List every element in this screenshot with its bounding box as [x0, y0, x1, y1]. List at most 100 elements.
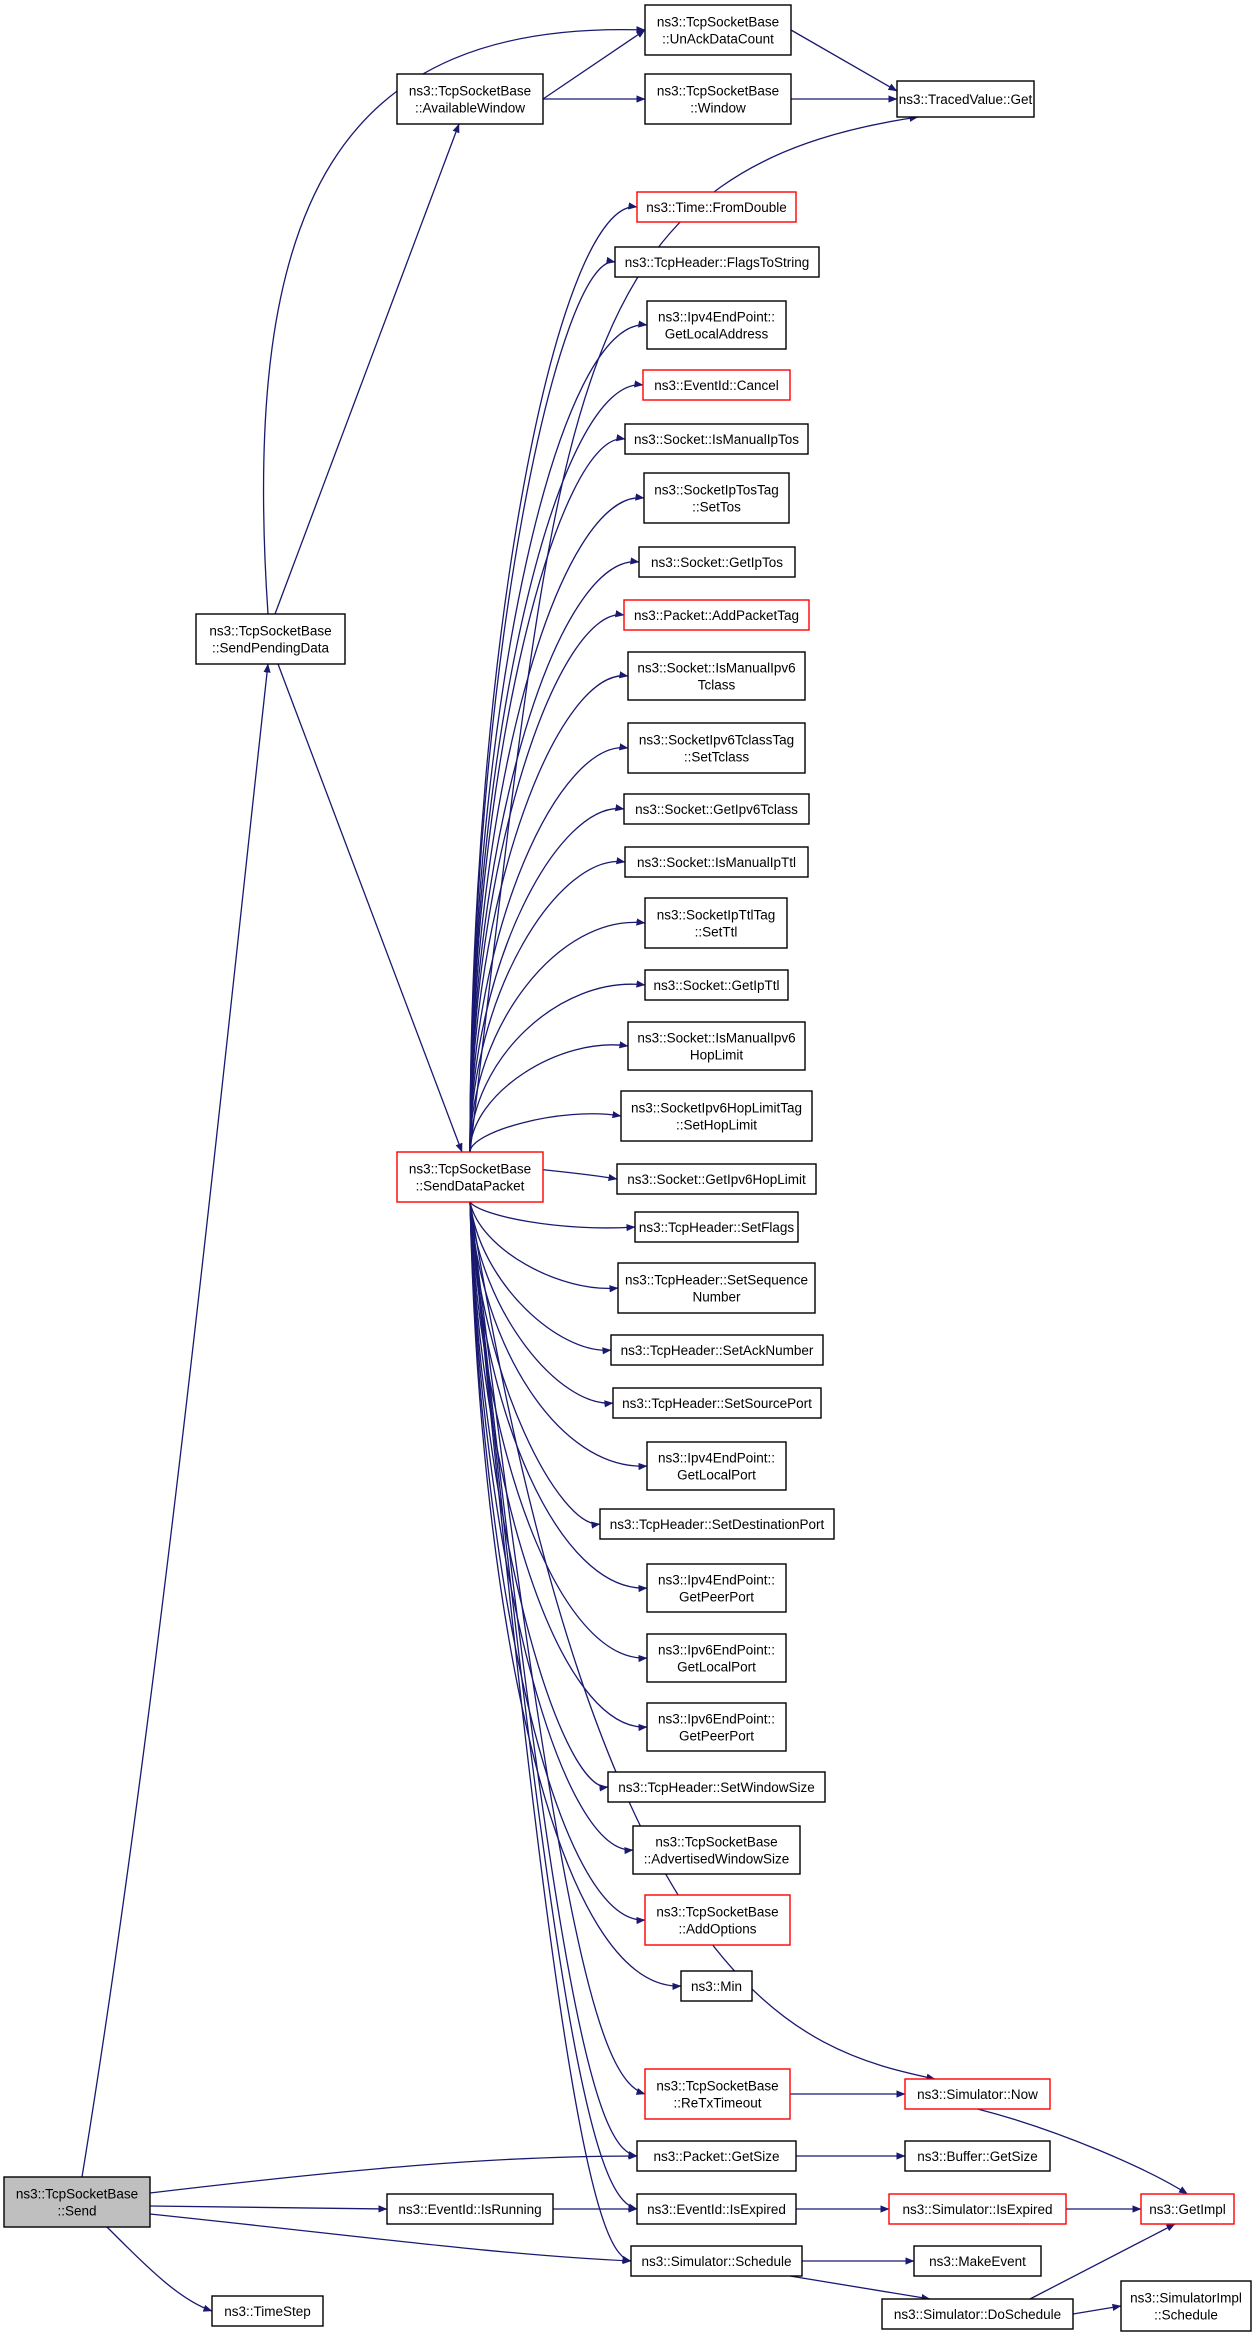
node-ipv6getlocalport[interactable]: ns3::Ipv6EndPoint::GetLocalPort — [646, 1633, 787, 1683]
node-label: ns3::Simulator::Now — [917, 2087, 1038, 2102]
node-addoptions[interactable]: ns3::TcpSocketBase::AddOptions — [644, 1894, 791, 1946]
node-settos[interactable]: ns3::SocketIpTosTag::SetTos — [643, 472, 790, 524]
node-isrunning[interactable]: ns3::EventId::IsRunning — [386, 2193, 554, 2225]
edge-sendpending-to-senddatapacket — [277, 663, 463, 1153]
node-label: HopLimit — [690, 1048, 744, 1063]
node-unack[interactable]: ns3::TcpSocketBase::UnAckDataCount — [644, 4, 792, 56]
edge-senddatapacket-to-retxtimeout — [469, 1201, 646, 2095]
node-box — [617, 1262, 816, 1314]
node-simisexpired[interactable]: ns3::Simulator::IsExpired — [888, 2193, 1067, 2225]
node-eventisexpired[interactable]: ns3::EventId::IsExpired — [636, 2193, 797, 2225]
node-retxtimeout[interactable]: ns3::TcpSocketBase::ReTxTimeout — [644, 2068, 791, 2120]
node-getimpl[interactable]: ns3::GetImpl — [1140, 2193, 1235, 2225]
edge-senddatapacket-to-ismanualiptos — [469, 434, 626, 1153]
node-getipv6tclass[interactable]: ns3::Socket::GetIpv6Tclass — [623, 793, 810, 825]
node-label: ::AddOptions — [678, 1922, 756, 1937]
node-label: ::SendPendingData — [212, 641, 330, 656]
edge-senddatapacket-to-setwindowsize — [469, 1201, 609, 1792]
node-cancel[interactable]: ns3::EventId::Cancel — [642, 369, 791, 401]
node-doschedule[interactable]: ns3::Simulator::DoSchedule — [881, 2298, 1074, 2330]
node-implschedule[interactable]: ns3::SimulatorImpl::Schedule — [1120, 2280, 1252, 2332]
node-box — [627, 1021, 806, 1071]
node-label: ns3::SocketIpv6TclassTag — [639, 733, 794, 748]
edge-senddatapacket-to-ismanualipttl — [469, 857, 626, 1153]
node-tracedget[interactable]: ns3::TracedValue::Get — [896, 80, 1035, 118]
node-timestep[interactable]: ns3::TimeStep — [211, 2295, 324, 2327]
node-label: ns3::Ipv6EndPoint:: — [658, 1643, 775, 1658]
node-box — [646, 1702, 787, 1752]
node-box — [644, 2068, 791, 2120]
node-box — [646, 1563, 787, 1613]
node-fromdouble[interactable]: ns3::Time::FromDouble — [636, 191, 797, 223]
node-setdstport[interactable]: ns3::TcpHeader::SetDestinationPort — [599, 1508, 835, 1540]
node-box — [612, 1387, 822, 1419]
node-getipv6hop[interactable]: ns3::Socket::GetIpv6HopLimit — [616, 1163, 817, 1195]
node-getipttl[interactable]: ns3::Socket::GetIpTtl — [644, 969, 789, 1001]
function-nodes: ns3::TcpSocketBase::Send ns3::TcpSocketBa… — [3, 4, 1252, 2332]
node-simschedule[interactable]: ns3::Simulator::Schedule — [630, 2245, 803, 2277]
node-label: ns3::GetImpl — [1149, 2202, 1226, 2217]
node-label: ns3::TcpSocketBase — [656, 2079, 778, 2094]
edge-senddatapacket-to-eventisexpired — [469, 1201, 638, 2211]
node-addpackettag[interactable]: ns3::Packet::AddPacketTag — [623, 599, 810, 631]
node-box — [195, 613, 346, 665]
node-min[interactable]: ns3::Min — [680, 1970, 753, 2002]
node-label: ::SetTclass — [684, 750, 750, 765]
node-availwin[interactable]: ns3::TcpSocketBase::AvailableWindow — [396, 73, 544, 125]
node-label: ns3::TcpSocketBase — [655, 1835, 777, 1850]
node-ipv4getpeerport[interactable]: ns3::Ipv4EndPoint::GetPeerPort — [646, 1563, 787, 1613]
edge-doschedule-to-implschedule — [1072, 2303, 1122, 2315]
node-label: ::ReTxTimeout — [673, 2096, 761, 2111]
edge-senddatapacket-to-ismanualipv6hop — [469, 1041, 629, 1153]
node-box — [644, 73, 792, 125]
node-setsrcport[interactable]: ns3::TcpHeader::SetSourcePort — [612, 1387, 822, 1419]
node-label: ns3::SimulatorImpl — [1130, 2291, 1242, 2306]
node-flagstostring[interactable]: ns3::TcpHeader::FlagsToString — [614, 246, 820, 278]
node-senddatapacket[interactable]: ns3::TcpSocketBase::SendDataPacket — [396, 1151, 544, 1203]
node-ismanualiptos[interactable]: ns3::Socket::IsManualIpTos — [624, 423, 809, 455]
node-buffergetsize[interactable]: ns3::Buffer::GetSize — [904, 2140, 1051, 2172]
node-box — [896, 80, 1035, 118]
edge-doschedule-to-getimpl — [1029, 2223, 1176, 2300]
node-sethoplimit[interactable]: ns3::SocketIpv6HopLimitTag::SetHopLimit — [620, 1090, 813, 1142]
node-getiptos[interactable]: ns3::Socket::GetIpTos — [638, 546, 796, 578]
node-setack[interactable]: ns3::TcpHeader::SetAckNumber — [610, 1334, 824, 1366]
node-label: ::AvailableWindow — [415, 101, 525, 116]
node-setwindowsize[interactable]: ns3::TcpHeader::SetWindowSize — [607, 1771, 826, 1803]
node-ipv4getlocaladdr[interactable]: ns3::Ipv4EndPoint::GetLocalAddress — [646, 300, 787, 350]
edge-senddatapacket-to-setflags — [469, 1201, 636, 1232]
node-advwinsize[interactable]: ns3::TcpSocketBase::AdvertisedWindowSize — [632, 1825, 801, 1875]
edge-senddatapacket-to-addpackettag — [469, 610, 625, 1153]
node-label: ns3::Simulator::IsExpired — [902, 2202, 1052, 2217]
node-box — [623, 599, 810, 631]
node-box — [3, 2176, 151, 2228]
edge-senddatapacket-to-ismanualipv6tclass — [469, 671, 629, 1153]
node-box — [211, 2295, 324, 2327]
node-window[interactable]: ns3::TcpSocketBase::Window — [644, 73, 792, 125]
node-box — [627, 722, 806, 774]
node-label: ns3::Ipv4EndPoint:: — [658, 1573, 775, 1588]
node-box — [630, 2245, 803, 2277]
node-simnow[interactable]: ns3::Simulator::Now — [904, 2078, 1051, 2110]
node-ipv6getpeerport[interactable]: ns3::Ipv6EndPoint::GetPeerPort — [646, 1702, 787, 1752]
node-ipv4getlocalport[interactable]: ns3::Ipv4EndPoint::GetLocalPort — [646, 1441, 787, 1491]
node-label: ns3::TcpSocketBase — [657, 84, 779, 99]
node-label: ns3::Socket::IsManualIpTtl — [637, 855, 796, 870]
node-box — [644, 4, 792, 56]
node-label: GetLocalPort — [677, 1660, 756, 1675]
node-label: ns3::TcpHeader::SetFlags — [639, 1220, 795, 1235]
node-send[interactable]: ns3::TcpSocketBase::Send — [3, 2176, 151, 2228]
node-settclass[interactable]: ns3::SocketIpv6TclassTag::SetTclass — [627, 722, 806, 774]
node-label: ns3::SocketIpTosTag — [654, 483, 779, 498]
node-sendpending[interactable]: ns3::TcpSocketBase::SendPendingData — [195, 613, 346, 665]
node-makeevent[interactable]: ns3::MakeEvent — [913, 2245, 1042, 2277]
node-setttl[interactable]: ns3::SocketIpTtlTag::SetTtl — [644, 897, 788, 949]
edge-senddatapacket-to-getiptos — [469, 557, 640, 1153]
node-setflags[interactable]: ns3::TcpHeader::SetFlags — [634, 1211, 799, 1243]
node-label: ns3::Socket::GetIpTtl — [653, 978, 779, 993]
node-ismanualipttl[interactable]: ns3::Socket::IsManualIpTtl — [624, 846, 809, 878]
node-packetgetsize[interactable]: ns3::Packet::GetSize — [636, 2140, 797, 2172]
